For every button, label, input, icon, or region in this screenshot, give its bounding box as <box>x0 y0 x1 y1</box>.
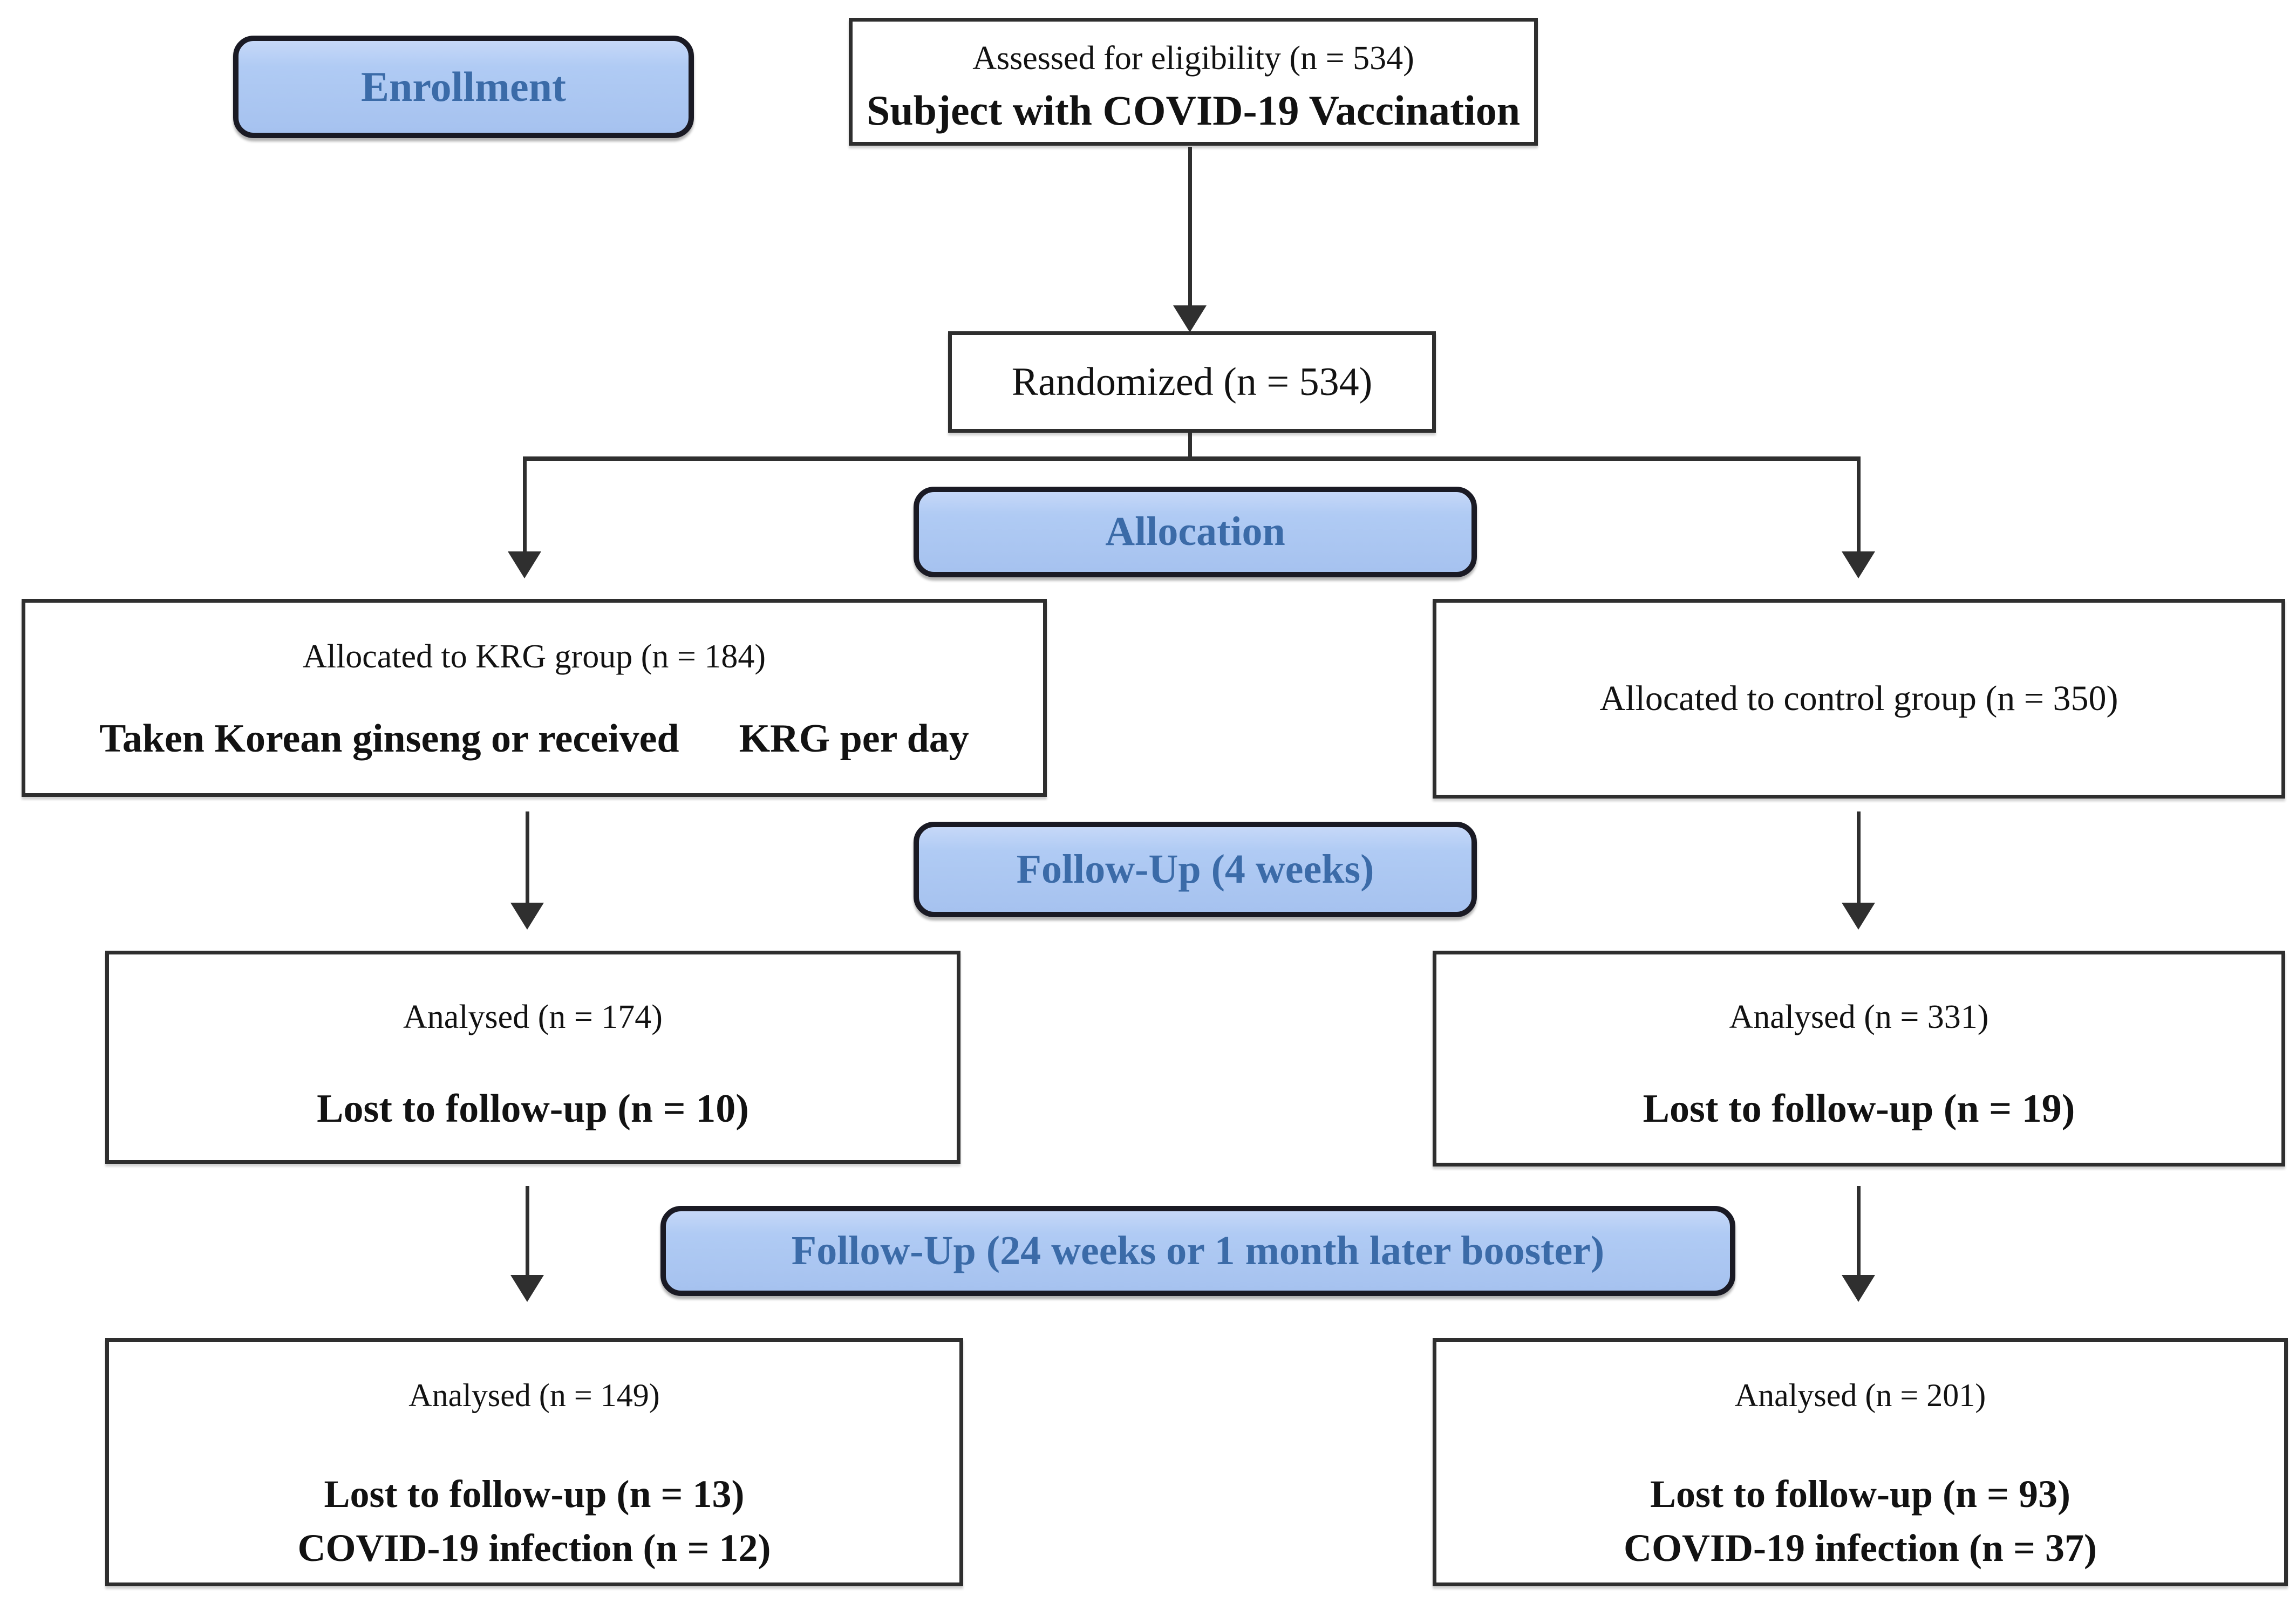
control-followup1-line1: Analysed (n = 331) <box>1729 999 1989 1035</box>
randomized-text: Randomized (n = 534) <box>1011 359 1373 404</box>
control-allocation-text: Allocated to control group (n = 350) <box>1599 678 2118 718</box>
arrow-krg-alloc-to-f1-line <box>526 811 529 904</box>
stage-allocation-label: Allocation <box>1105 509 1285 555</box>
box-control-allocation: Allocated to control group (n = 350) <box>1433 599 2285 799</box>
stage-enrollment-label: Enrollment <box>361 63 566 111</box>
stage-followup1: Follow-Up (4 weeks) <box>914 822 1477 917</box>
control-followup2-line1: Analysed (n = 201) <box>1734 1377 1986 1413</box>
branch-stub-line <box>1188 433 1192 459</box>
arrow-control-alloc-to-f1-head <box>1842 903 1875 930</box>
box-krg-allocation: Allocated to KRG group (n = 184) Taken K… <box>22 599 1047 797</box>
arrow-control-f1-to-f2-line <box>1857 1186 1861 1277</box>
krg-followup2-line2: Lost to follow-up (n = 13) <box>324 1472 745 1516</box>
arrow-krg-f1-to-f2-head <box>510 1275 544 1302</box>
branch-left-head <box>508 551 541 578</box>
stage-allocation: Allocation <box>914 487 1477 577</box>
box-control-followup1: Analysed (n = 331) Lost to follow-up (n … <box>1433 951 2285 1167</box>
krg-followup1-line1: Analysed (n = 174) <box>403 999 663 1035</box>
krg-allocation-line1: Allocated to KRG group (n = 184) <box>302 638 766 675</box>
box-randomized: Randomized (n = 534) <box>948 331 1436 433</box>
krg-followup2-line3: COVID-19 infection (n = 12) <box>297 1526 771 1570</box>
control-followup2-line3: COVID-19 infection (n = 37) <box>1624 1526 2097 1570</box>
branch-right-line <box>1857 456 1861 552</box>
branch-left-line <box>523 456 527 552</box>
arrow-eligibility-to-randomized-line <box>1188 147 1192 306</box>
control-followup1-line2: Lost to follow-up (n = 19) <box>1643 1086 2075 1131</box>
box-control-followup2: Analysed (n = 201) Lost to follow-up (n … <box>1433 1338 2288 1586</box>
control-followup2-line2: Lost to follow-up (n = 93) <box>1650 1472 2071 1516</box>
krg-followup2-line1: Analysed (n = 149) <box>408 1377 660 1413</box>
box-krg-followup2: Analysed (n = 149) Lost to follow-up (n … <box>105 1338 963 1586</box>
arrow-control-alloc-to-f1-line <box>1857 811 1861 904</box>
arrow-control-f1-to-f2-head <box>1842 1275 1875 1302</box>
stage-enrollment: Enrollment <box>233 36 694 138</box>
branch-horizontal-line <box>523 456 1861 461</box>
branch-right-head <box>1842 551 1875 578</box>
stage-followup1-label: Follow-Up (4 weeks) <box>1016 846 1374 892</box>
arrow-eligibility-to-randomized-head <box>1173 305 1207 332</box>
eligibility-line1: Assessed for eligibility (n = 534) <box>972 40 1414 77</box>
krg-followup1-line2: Lost to follow-up (n = 10) <box>317 1086 749 1131</box>
box-krg-followup1: Analysed (n = 174) Lost to follow-up (n … <box>105 951 960 1164</box>
stage-followup2: Follow-Up (24 weeks or 1 month later boo… <box>660 1206 1735 1296</box>
box-eligibility: Assessed for eligibility (n = 534) Subje… <box>849 18 1538 146</box>
krg-allocation-line2: Taken Korean ginseng or received KRG per… <box>99 716 969 761</box>
arrow-krg-alloc-to-f1-head <box>510 903 544 930</box>
arrow-krg-f1-to-f2-line <box>526 1186 529 1277</box>
eligibility-line2: Subject with COVID-19 Vaccination <box>866 86 1521 134</box>
stage-followup2-label: Follow-Up (24 weeks or 1 month later boo… <box>791 1227 1605 1273</box>
